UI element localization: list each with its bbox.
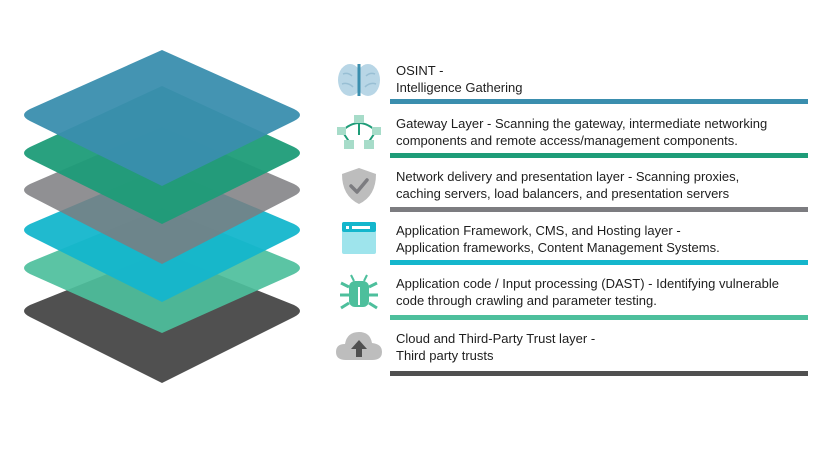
layer-gateway-line1: Gateway Layer - Scanning the gateway, in… [396, 116, 768, 131]
layer-cloud-line2: Third party trusts [396, 348, 494, 363]
brain-icon [334, 60, 384, 100]
layer-network-delivery-text: Network delivery and presentation layer … [396, 168, 808, 202]
layer-app-code-bar [390, 315, 808, 320]
layer-stack-graphic [24, 50, 300, 383]
layer-row-osint: OSINT - Intelligence Gathering [334, 60, 808, 114]
layer-row-gateway: Gateway Layer - Scanning the gateway, in… [334, 113, 808, 167]
layer-gateway-line2: components and remote access/management … [396, 133, 738, 148]
layer-network-delivery-line2: caching servers, load balancers, and pre… [396, 186, 730, 201]
layer-osint-bar [390, 99, 808, 104]
layer-app-framework-line2: Application frameworks, Content Manageme… [396, 240, 720, 255]
browser-window-icon [334, 220, 384, 260]
layer-row-app-code: Application code / Input processing (DAS… [334, 273, 808, 327]
shield-check-icon [334, 166, 384, 206]
cloud-upload-icon [334, 328, 384, 368]
layer-network-delivery-line1: Network delivery and presentation layer … [396, 169, 740, 184]
network-topology-icon [334, 113, 384, 153]
layer-gateway-text: Gateway Layer - Scanning the gateway, in… [396, 115, 808, 149]
layer-osint-line2: Intelligence Gathering [396, 80, 523, 95]
stack-layer-osint [24, 50, 300, 186]
layer-app-framework-text: Application Framework, CMS, and Hosting … [396, 222, 808, 256]
layer-app-code-text: Application code / Input processing (DAS… [396, 275, 808, 309]
layer-app-code-line1: Application code / Input processing (DAS… [396, 276, 779, 291]
layer-osint-text: OSINT - Intelligence Gathering [396, 62, 808, 96]
layer-app-code-line2: code through crawling and parameter test… [396, 293, 657, 308]
layer-app-framework-bar [390, 260, 808, 265]
layer-row-network-delivery: Network delivery and presentation layer … [334, 166, 808, 220]
layer-cloud-text: Cloud and Third-Party Trust layer - Thir… [396, 330, 808, 364]
bug-icon [334, 273, 384, 313]
layer-osint-line1: OSINT - [396, 63, 444, 78]
layer-gateway-bar [390, 153, 808, 158]
layer-cloud-line1: Cloud and Third-Party Trust layer - [396, 331, 596, 346]
layer-row-cloud: Cloud and Third-Party Trust layer - Thir… [334, 328, 808, 382]
layer-app-framework-line1: Application Framework, CMS, and Hosting … [396, 223, 681, 238]
layer-network-delivery-bar [390, 207, 808, 212]
layer-row-app-framework: Application Framework, CMS, and Hosting … [334, 220, 808, 274]
layer-cloud-bar [390, 371, 808, 376]
